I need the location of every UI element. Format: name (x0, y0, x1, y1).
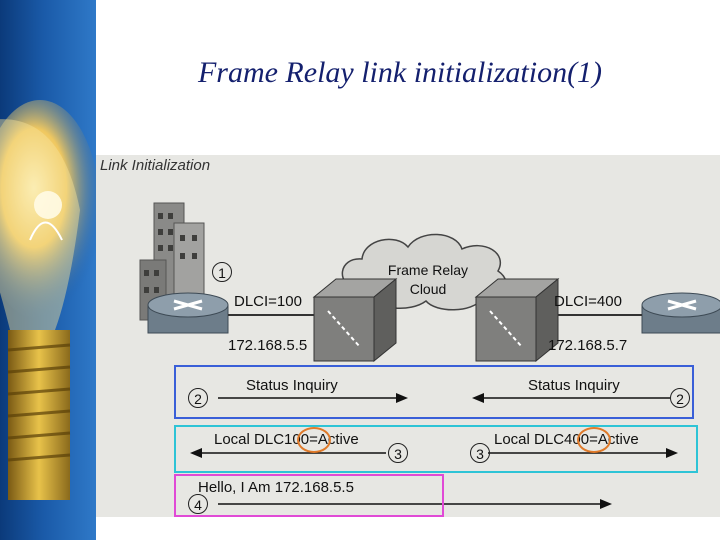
hello-label: Hello, I Am 172.168.5.5 (198, 479, 354, 496)
dlci-400-highlight (577, 427, 611, 453)
status-inquiry-right-arrow (472, 393, 670, 403)
step-2-right-marker: 2 (670, 388, 690, 408)
right-switch-icon (474, 277, 560, 363)
right-ip-label: 172.168.5.7 (548, 337, 628, 354)
right-router-icon (641, 292, 720, 334)
local-dlci-right-label: Local DLC400=Active (494, 431, 639, 448)
local-dlci-box (174, 425, 698, 473)
left-ip-label: 172.168.5.5 (228, 337, 308, 354)
local-left-arrow (190, 448, 386, 458)
cloud-label-line1: Frame Relay (387, 262, 469, 278)
cloud-label-line2: Cloud (409, 281, 447, 297)
step-2-left-marker: 2 (188, 388, 208, 408)
local-right-prefix: Local DLC (494, 431, 565, 448)
link-initialization-figure: Link Initialization (96, 155, 720, 517)
local-dlci-left-label: Local DLC100=Active (214, 431, 359, 448)
dlci-100-highlight (297, 427, 331, 453)
local-left-prefix: Local DLC (214, 431, 285, 448)
status-inquiry-left-label: Status Inquiry (246, 377, 338, 394)
step-3-right-marker: 3 (470, 443, 490, 463)
step-3-left-marker: 3 (388, 443, 408, 463)
step-4-marker: 4 (188, 494, 208, 514)
cloud-label: Frame Relay Cloud (364, 261, 492, 299)
local-right-arrow (488, 448, 678, 458)
left-dlci-label: DLCI=100 (234, 293, 302, 310)
light-bulb-icon (0, 100, 96, 500)
hello-arrow (218, 499, 612, 509)
step-1-marker: 1 (212, 262, 232, 282)
status-inquiry-left-arrow (218, 393, 408, 403)
hello-box (174, 474, 444, 517)
status-inquiry-right-label: Status Inquiry (528, 377, 620, 394)
slide-title: Frame Relay link initialization(1) (197, 56, 603, 89)
decorative-sidebar (0, 0, 96, 540)
left-router-icon (147, 292, 229, 334)
network-diagram (139, 202, 720, 509)
status-inquiry-box (174, 365, 694, 419)
left-switch-icon (312, 277, 398, 363)
figure-heading: Link Initialization (100, 157, 211, 174)
right-dlci-label: DLCI=400 (554, 293, 622, 310)
